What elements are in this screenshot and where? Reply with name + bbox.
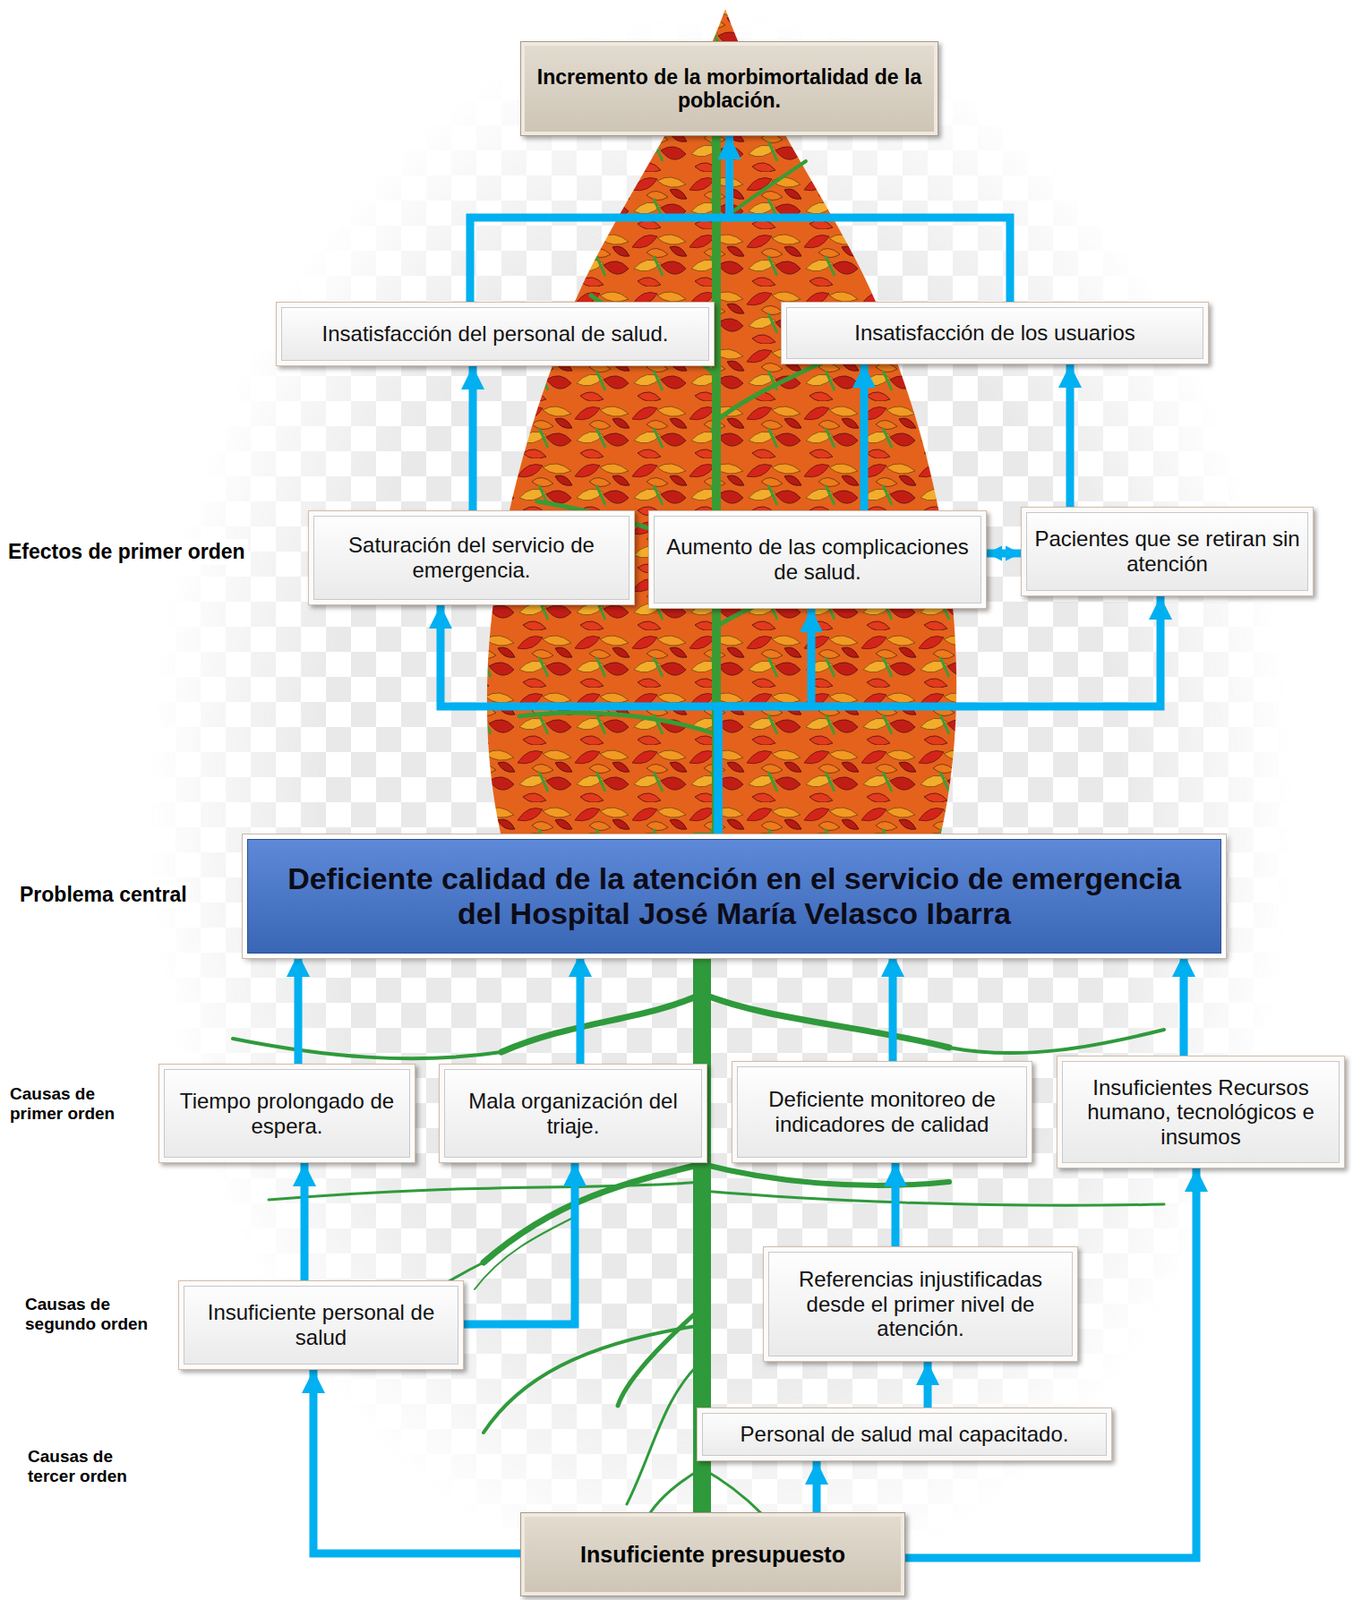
problem-box: Deficiente calidad de la atención en el …: [247, 839, 1222, 954]
effect-box: Insatisfacción de los usuarios: [780, 301, 1209, 365]
node-text: Deficiente calidad de la atención en el …: [265, 861, 1203, 932]
arrow-connector: [889, 953, 898, 1062]
root: [474, 1217, 574, 1290]
arrow-connector: [729, 136, 1011, 302]
arrow-connector: [440, 605, 719, 840]
cause-box: Personal de salud mal capacitado.: [696, 1407, 1113, 1462]
node-text: Insuficiente presupuesto: [580, 1541, 846, 1568]
checker-ground: [147, 10, 1294, 1600]
node-text: Saturación del servicio de emergencia.: [319, 532, 624, 583]
impact-box: Incremento de la morbimortalidad de la p…: [520, 41, 939, 137]
node-text: Tiempo prolongado de espera.: [170, 1088, 404, 1139]
level-label: Causas de tercer orden: [25, 1446, 165, 1489]
node-text: Pacientes que se retiran sin atención: [1032, 526, 1302, 576]
node-text: Deficiente monitoreo de indicadores de c…: [743, 1087, 1021, 1137]
effect-box: Aumento de las complicaciones de salud.: [648, 510, 987, 609]
arrow-connector: [300, 1163, 309, 1281]
node-text: Insatisfacción del personal de salud.: [322, 321, 669, 347]
arrow-connector: [1066, 364, 1075, 507]
arrow-connector: [924, 1361, 933, 1408]
level-label: Problema central: [17, 882, 190, 908]
node-text: Insuficiente personal de salud: [189, 1300, 453, 1350]
root: [702, 1164, 950, 1186]
node-text: Mala organización del triaje.: [450, 1088, 696, 1139]
root: [617, 1307, 703, 1406]
root-cause-box: Insuficiente presupuesto: [520, 1512, 906, 1597]
root: [702, 1468, 762, 1514]
level-label: Causas de segundo orden: [22, 1293, 176, 1336]
cause-box: Deficiente monitoreo de indicadores de c…: [731, 1061, 1033, 1164]
arrow-connector: [813, 1461, 822, 1513]
arrow-connector: [718, 596, 1161, 840]
arrow-connector: [576, 953, 585, 1064]
cause-box: Mala organización del triaje.: [438, 1063, 708, 1164]
arrow-connector: [469, 366, 478, 511]
effect-box: Pacientes que se retiran sin atención: [1020, 506, 1314, 597]
node-text: Referencias injustificadas desde el prim…: [774, 1267, 1067, 1342]
root: [268, 1181, 703, 1200]
node-text: Aumento de las complicaciones de salud.: [659, 534, 976, 584]
arrow-connector: [1180, 953, 1189, 1056]
node-text: Incremento de la morbimortalidad de la p…: [533, 65, 925, 113]
cause-box: Referencias injustificadas desde el prim…: [762, 1246, 1079, 1362]
level-label: Causas de primer orden: [7, 1083, 147, 1126]
arrow-connector: [313, 1370, 521, 1554]
effect-box: Insatisfacción del personal de salud.: [275, 301, 715, 367]
arrow-connector: [860, 364, 869, 511]
root: [483, 1325, 703, 1433]
arrow-connector: [470, 136, 730, 302]
root: [232, 1038, 502, 1059]
arrow-connector: [294, 953, 303, 1064]
arrow-connector: [905, 1168, 1197, 1559]
root: [626, 1361, 703, 1505]
cause-box: Tiempo prolongado de espera.: [158, 1063, 416, 1164]
level-label: Efectos de primer orden: [5, 539, 249, 566]
branch: [519, 712, 717, 735]
cause-box: Insuficientes Recursos humano, tecnológi…: [1056, 1055, 1345, 1169]
arrow-connector: [891, 1163, 900, 1247]
root: [483, 1164, 703, 1263]
arrow-connector: [463, 1163, 575, 1325]
root: [501, 993, 703, 1053]
arrow-connector: [986, 549, 1021, 558]
node-text: Insatisfacción de los usuarios: [854, 320, 1136, 346]
root: [949, 1029, 1165, 1054]
root: [702, 993, 950, 1048]
cause-box: Insuficiente personal de salud: [178, 1280, 464, 1371]
effect-box: Saturación del servicio de emergencia.: [308, 510, 635, 606]
node-text: Insuficientes Recursos humano, tecnológi…: [1068, 1075, 1334, 1150]
root: [702, 1190, 1165, 1206]
node-text: Personal de salud mal capacitado.: [740, 1421, 1070, 1448]
arrow-connector: [718, 608, 812, 840]
